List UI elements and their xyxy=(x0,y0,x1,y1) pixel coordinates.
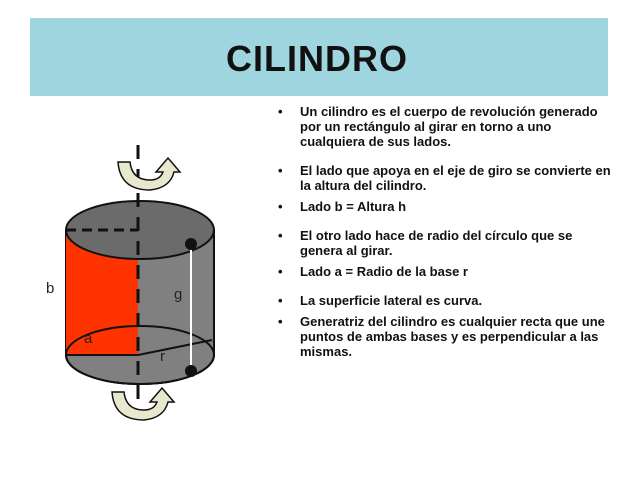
bullet-item: •Lado a = Radio de la base r xyxy=(278,264,468,279)
generatrix-bottom-point xyxy=(185,365,197,377)
label-g: g xyxy=(174,286,182,303)
label-b: b xyxy=(46,280,54,297)
title-band xyxy=(30,18,608,96)
bullet-item: •Un cilindro es el cuerpo de revolución … xyxy=(278,104,598,149)
slide-title: CILINDRO xyxy=(226,38,408,79)
generatrix-top-point xyxy=(185,238,197,250)
label-r: r xyxy=(160,348,165,365)
bullet-item: •Generatriz del cilindro es cualquier re… xyxy=(278,314,605,359)
bullet-item: •La superficie lateral es curva. xyxy=(278,293,483,308)
bullet-item: •Lado b = Altura h xyxy=(278,199,407,214)
rotation-arrow-bottom-icon xyxy=(111,386,176,421)
bullet-list: •Un cilindro es el cuerpo de revolución … xyxy=(278,104,618,359)
bullet-item: •El lado que apoya en el eje de giro se … xyxy=(278,163,611,193)
rotation-arrow-top-icon xyxy=(117,156,182,191)
radius-line xyxy=(137,339,213,356)
bullet-item: •El otro lado hace de radio del círculo … xyxy=(278,228,573,258)
label-a: a xyxy=(84,330,93,347)
